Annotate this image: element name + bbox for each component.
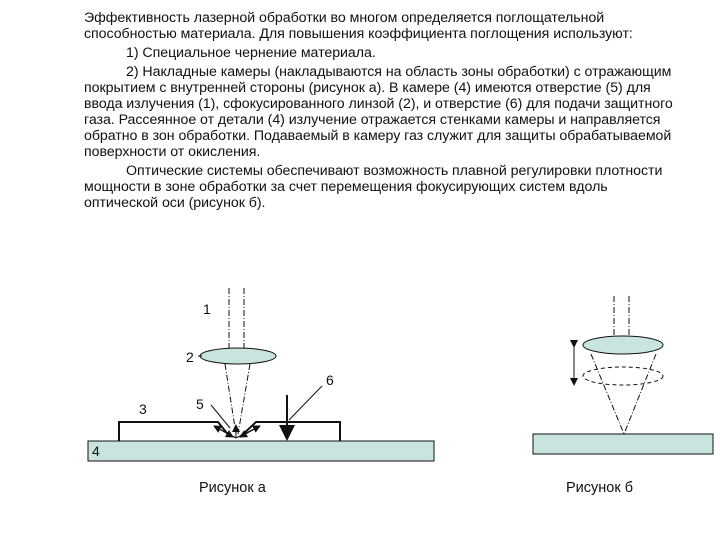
label-4: 4 xyxy=(92,443,100,459)
label-6: 6 xyxy=(326,372,334,388)
chamber-left-wall xyxy=(118,421,231,441)
paragraph-intro: Эффективность лазерной обработки во мног… xyxy=(84,10,633,42)
list-item-1: 1) Специальное чернение материала. xyxy=(126,45,376,61)
text-block: Эффективность лазерной обработки во мног… xyxy=(84,10,684,211)
paragraph-optics: Оптические системы обеспечивают возможно… xyxy=(84,163,684,211)
figure-b xyxy=(532,296,714,455)
lens-b-lower xyxy=(582,366,664,386)
leader-5 xyxy=(210,404,231,429)
list-item-2: 2) Накладные камеры (накладываются на об… xyxy=(84,64,684,160)
paragraph-optics-text: Оптические системы обеспечивают возможно… xyxy=(84,163,663,211)
label-3: 3 xyxy=(139,401,147,417)
workpiece-b xyxy=(532,433,714,455)
beam-b-right xyxy=(623,353,657,435)
list-item-2-text: 2) Накладные камеры (накладываются на об… xyxy=(84,64,673,160)
lens-b-upper xyxy=(582,335,664,355)
lens-a xyxy=(199,347,277,365)
label-1: 1 xyxy=(203,301,211,317)
reflect-ray-3 xyxy=(213,425,234,438)
label-5: 5 xyxy=(196,396,204,412)
chamber-right-wall xyxy=(239,421,341,441)
workpiece-a xyxy=(87,440,435,462)
caption-a: Рисунок а xyxy=(199,480,266,496)
beam-b-left xyxy=(590,353,625,435)
label-2: 2 xyxy=(186,349,194,365)
reflect-ray-4 xyxy=(239,425,261,438)
caption-b: Рисунок б xyxy=(566,480,634,496)
beam-converge-right xyxy=(237,363,251,435)
figure-a: 1 2 3 4 5 6 xyxy=(87,288,435,462)
leader-6 xyxy=(288,385,323,421)
beam-converge-left xyxy=(224,363,237,435)
